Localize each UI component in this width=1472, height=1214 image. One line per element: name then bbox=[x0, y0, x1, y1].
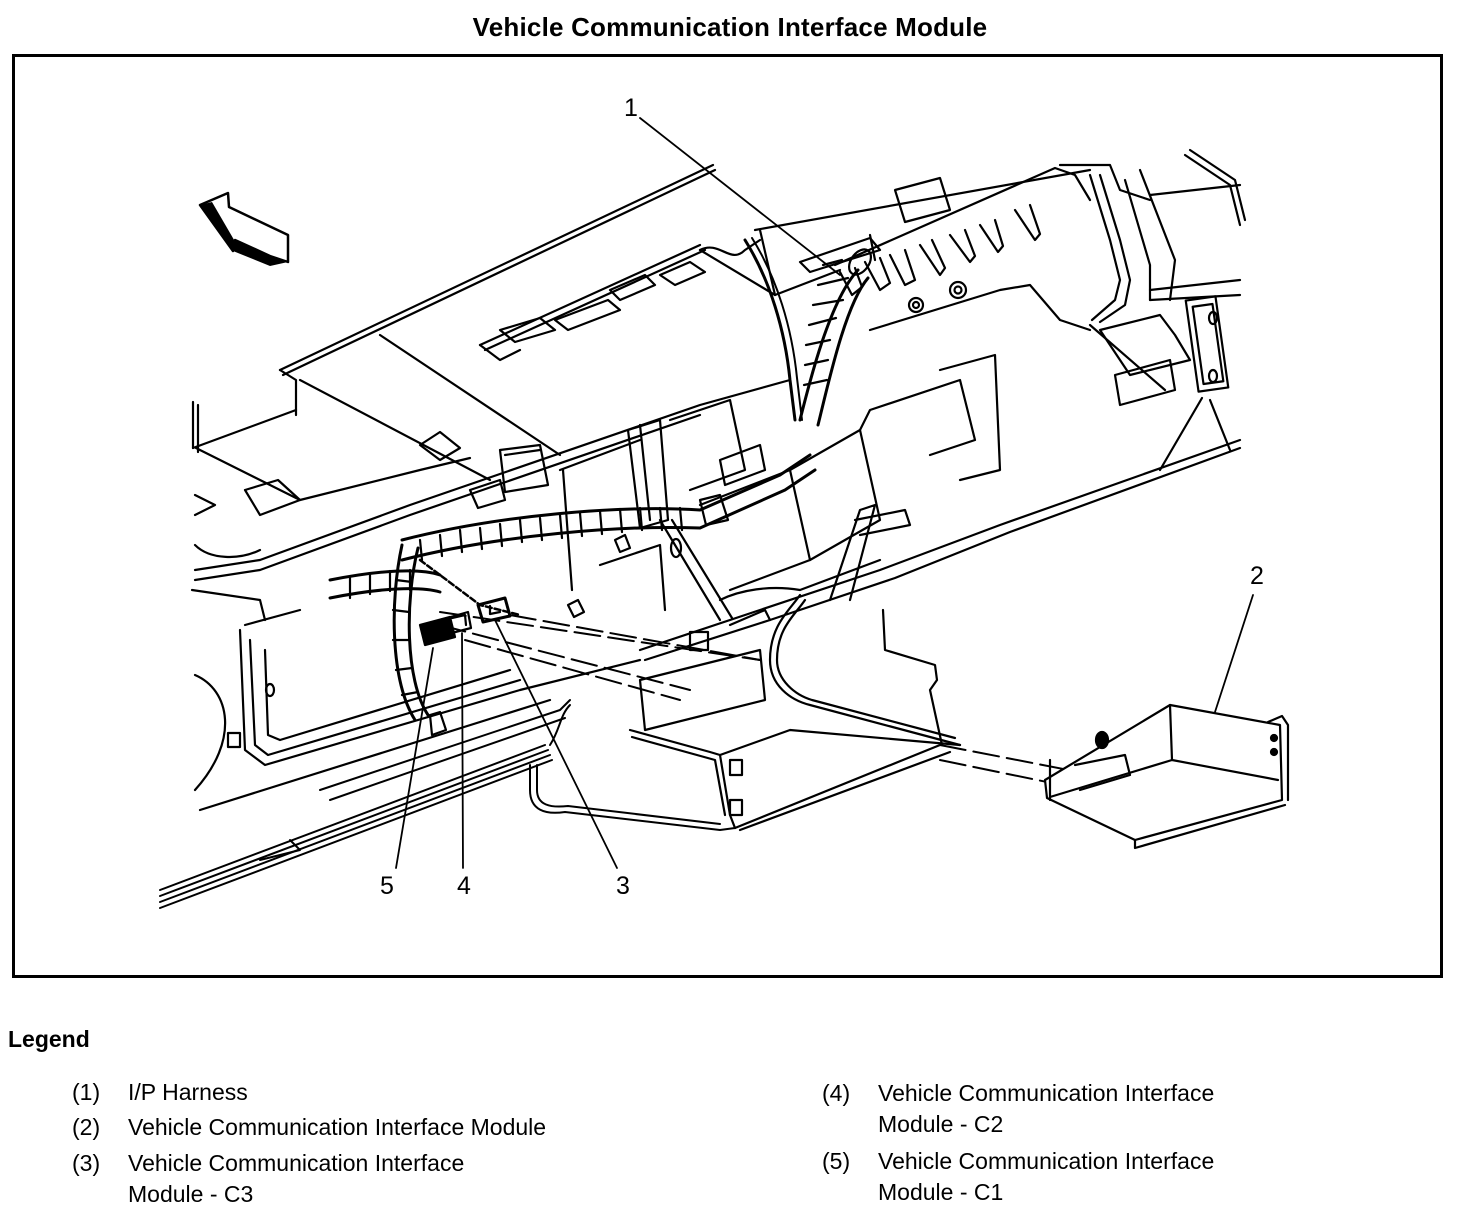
legend-item-4: (4) Vehicle Communication Interface Modu… bbox=[822, 1078, 1214, 1140]
legend-item-number: (1) bbox=[72, 1079, 101, 1105]
legend-item-number: (3) bbox=[72, 1150, 101, 1176]
callout-3: 3 bbox=[616, 872, 630, 900]
connector-c1 bbox=[418, 615, 457, 647]
forward-direction-arrow-icon bbox=[198, 191, 290, 266]
callout-4: 4 bbox=[457, 872, 471, 900]
callout-5: 5 bbox=[380, 872, 394, 900]
legend-item-number: (4) bbox=[822, 1080, 851, 1106]
floor-rail bbox=[159, 699, 736, 909]
ip-harness bbox=[328, 237, 873, 722]
legend-item-number: (5) bbox=[822, 1148, 851, 1174]
dash-center-structure bbox=[558, 353, 1002, 622]
page-title: Vehicle Communication Interface Module bbox=[472, 12, 988, 42]
dash-lower-left bbox=[190, 378, 792, 812]
legend-item-text: Vehicle Communication Interface Module -… bbox=[128, 1150, 465, 1207]
legend-title: Legend bbox=[8, 1026, 90, 1052]
leader-line-4 bbox=[461, 632, 464, 869]
dash-panel-top bbox=[191, 163, 1092, 517]
connector-c3 bbox=[476, 596, 512, 624]
legend-item-1: (1) I/P Harness bbox=[72, 1077, 248, 1108]
leader-line-5 bbox=[395, 647, 434, 869]
legend-item-number: (2) bbox=[72, 1114, 101, 1140]
legend-item-text: Vehicle Communication Interface Module bbox=[128, 1114, 547, 1140]
callout-2: 2 bbox=[1250, 562, 1264, 590]
leader-lines bbox=[395, 117, 1254, 869]
leader-line-2 bbox=[1214, 594, 1254, 713]
legend-item-text: I/P Harness bbox=[128, 1079, 248, 1105]
diagram-illustration bbox=[159, 117, 1290, 909]
legend-item-text: Vehicle Communication Interface Module -… bbox=[878, 1080, 1215, 1137]
console-bracket bbox=[439, 438, 1242, 832]
vcim-module bbox=[1043, 703, 1290, 850]
dash-panel-right bbox=[833, 148, 1247, 472]
legend-item-2: (2) Vehicle Communication Interface Modu… bbox=[72, 1112, 546, 1143]
callout-1: 1 bbox=[624, 94, 638, 122]
legend-item-5: (5) Vehicle Communication Interface Modu… bbox=[822, 1146, 1214, 1208]
legend-item-text: Vehicle Communication Interface Module -… bbox=[878, 1148, 1215, 1205]
leader-line-1 bbox=[639, 117, 841, 276]
legend-item-3: (3) Vehicle Communication Interface Modu… bbox=[72, 1148, 464, 1210]
leader-line-3 bbox=[494, 619, 618, 869]
diagram-frame bbox=[12, 54, 1443, 978]
connector-c2 bbox=[438, 610, 473, 637]
